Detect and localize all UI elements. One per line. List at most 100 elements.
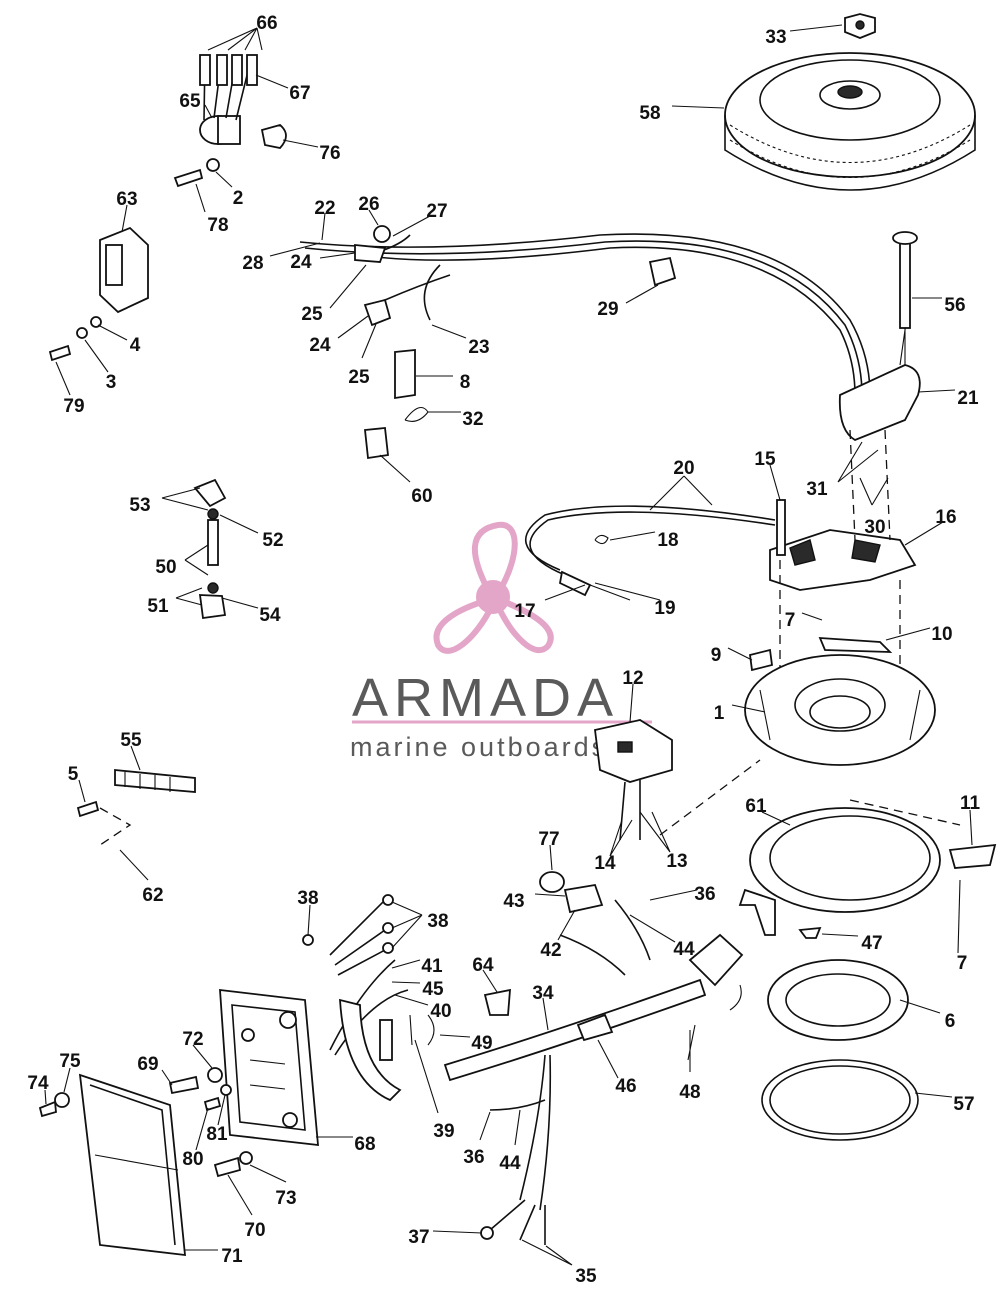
callout-36: 36 <box>694 884 715 905</box>
retaining-ring <box>761 1059 919 1141</box>
callout-25: 25 <box>348 367 370 388</box>
callout-26: 26 <box>358 194 379 215</box>
callout-18: 18 <box>657 530 678 551</box>
callout-68: 68 <box>354 1134 375 1155</box>
callout-25: 25 <box>301 304 323 325</box>
spacer-cable <box>525 505 776 597</box>
callout-1: 1 <box>714 703 725 724</box>
callout-41: 41 <box>421 956 443 977</box>
callout-3: 3 <box>106 372 117 393</box>
callout-46: 46 <box>615 1076 636 1097</box>
ignition-trigger-set <box>193 478 227 620</box>
stator-wire-harness <box>299 225 871 460</box>
propeller-logo <box>433 521 554 654</box>
terminal-strip <box>76 769 196 846</box>
cover-hardware <box>38 1067 253 1178</box>
callout-24: 24 <box>309 335 331 356</box>
callout-38: 38 <box>427 911 448 932</box>
callout-22: 22 <box>314 198 335 219</box>
callout-52: 52 <box>262 530 283 551</box>
callout-33: 33 <box>765 27 786 48</box>
callout-71: 71 <box>221 1246 243 1267</box>
stator-plate <box>744 654 936 766</box>
callout-10: 10 <box>931 624 952 645</box>
callout-81: 81 <box>206 1124 228 1145</box>
callout-30: 30 <box>864 517 885 538</box>
callout-76: 76 <box>319 143 340 164</box>
stator-gasket <box>738 807 941 936</box>
callout-8: 8 <box>460 372 471 393</box>
callout-51: 51 <box>147 596 169 617</box>
callout-47: 47 <box>861 933 882 954</box>
callout-37: 37 <box>408 1227 429 1248</box>
callout-35: 35 <box>575 1266 597 1285</box>
callout-62: 62 <box>142 885 163 906</box>
callout-75: 75 <box>59 1051 81 1072</box>
leader-lines <box>44 24 973 1266</box>
terminal-box <box>219 988 319 1147</box>
callout-28: 28 <box>242 253 263 274</box>
callout-57: 57 <box>953 1094 974 1115</box>
callout-38: 38 <box>297 888 318 909</box>
callout-64: 64 <box>472 955 494 976</box>
callout-7: 7 <box>957 953 968 974</box>
callout-13: 13 <box>666 851 687 872</box>
callout-69: 69 <box>137 1054 158 1075</box>
watermark-title: ARMADA <box>352 668 619 728</box>
solenoid <box>199 54 258 145</box>
callout-80: 80 <box>182 1149 203 1170</box>
callout-58: 58 <box>639 103 660 124</box>
callout-17: 17 <box>514 601 535 622</box>
callout-56: 56 <box>944 295 965 316</box>
armada-watermark: ARMADA marine outboards <box>350 521 652 762</box>
callout-29: 29 <box>597 299 618 320</box>
callout-31: 31 <box>806 479 828 500</box>
callout-74: 74 <box>27 1073 49 1094</box>
retainer-plate <box>767 959 909 1041</box>
callout-77: 77 <box>538 829 559 850</box>
propeller-hub <box>476 580 510 614</box>
callout-66: 66 <box>256 13 277 34</box>
callout-78: 78 <box>207 215 228 236</box>
callout-72: 72 <box>182 1029 203 1050</box>
callout-70: 70 <box>244 1220 265 1241</box>
callout-2: 2 <box>233 188 244 209</box>
screw-47 <box>798 926 822 939</box>
callout-6: 6 <box>945 1011 956 1032</box>
callout-14: 14 <box>594 853 616 874</box>
callout-79: 79 <box>63 396 84 417</box>
callout-4: 4 <box>130 335 141 356</box>
callout-48: 48 <box>679 1082 700 1103</box>
flywheel-nut <box>844 13 876 39</box>
callout-16: 16 <box>935 507 956 528</box>
terminal-cover <box>78 1073 187 1257</box>
clamp <box>260 124 287 149</box>
callout-27: 27 <box>426 201 447 222</box>
callout-34: 34 <box>532 983 554 1004</box>
callout-73: 73 <box>275 1188 296 1209</box>
callout-39: 39 <box>433 1121 454 1142</box>
callout-54: 54 <box>259 605 281 626</box>
callout-5: 5 <box>68 764 79 785</box>
callout-44: 44 <box>673 939 695 960</box>
callout-49: 49 <box>471 1033 492 1054</box>
callout-15: 15 <box>754 449 776 470</box>
ignition-coil <box>594 719 761 841</box>
callout-60: 60 <box>411 486 432 507</box>
callout-19: 19 <box>654 598 675 619</box>
callout-63: 63 <box>116 189 137 210</box>
callout-40: 40 <box>430 1001 451 1022</box>
callout-7: 7 <box>785 610 796 631</box>
callout-44: 44 <box>499 1153 521 1174</box>
callout-65: 65 <box>179 91 201 112</box>
callout-23: 23 <box>468 337 489 358</box>
callout-55: 55 <box>120 730 142 751</box>
watermark-subtitle: marine outboards <box>350 732 608 762</box>
callout-42: 42 <box>540 940 561 961</box>
callout-12: 12 <box>622 668 643 689</box>
callout-43: 43 <box>503 891 524 912</box>
callout-36: 36 <box>463 1147 484 1168</box>
rectifier-box <box>48 226 149 362</box>
